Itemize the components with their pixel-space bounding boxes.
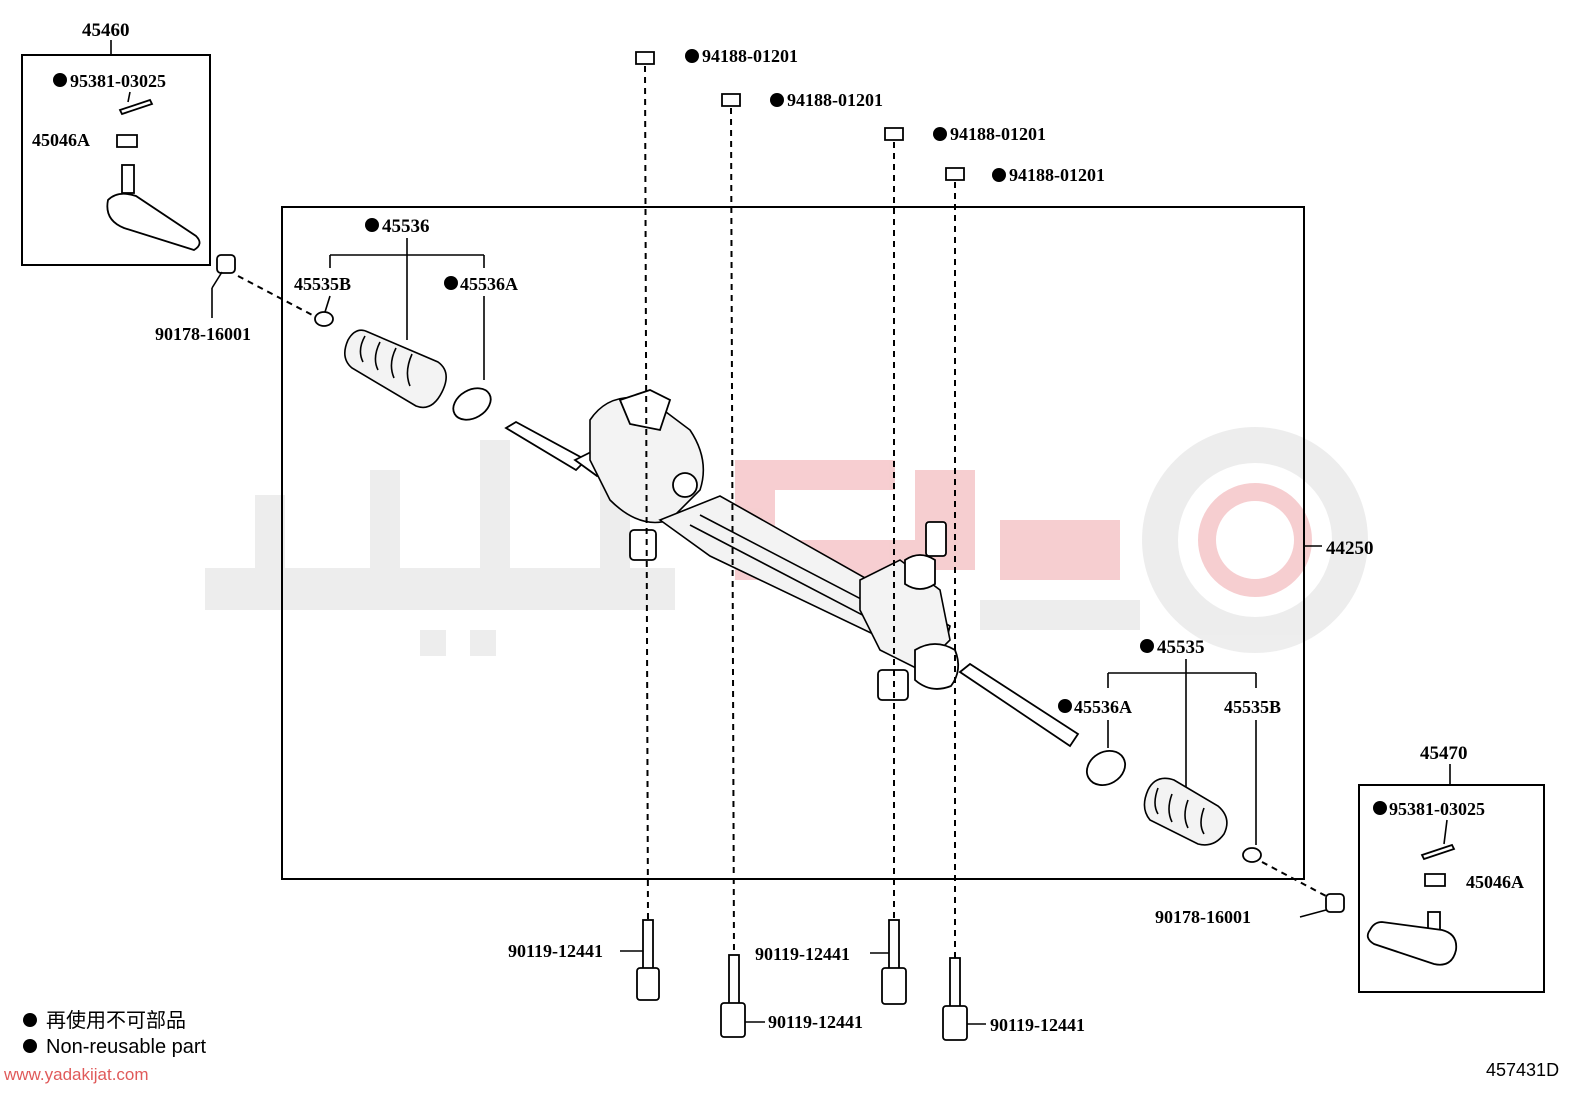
cotter-pin-left-label: 95381-03025 — [70, 71, 166, 91]
clamp-small-left-label: 45535B — [294, 274, 351, 294]
bolt-nut-3 — [884, 127, 904, 141]
clamp-large-right — [1086, 750, 1126, 786]
bolt-3-label: 90119-12441 — [755, 944, 850, 964]
bolt-4 — [942, 957, 968, 1041]
bolt-nut-1 — [635, 51, 655, 65]
clamp-large-left — [452, 387, 492, 421]
boot-right-label: 45535 — [1157, 637, 1205, 658]
legend-line-1: 再使用不可部品 — [46, 1009, 186, 1032]
clamp-large-left-label: 45536A — [460, 274, 518, 294]
clamp-large-right-label: 45536A — [1074, 697, 1132, 717]
bolt-nut-2-label: 94188-01201 — [787, 90, 883, 110]
bolt-3 — [881, 919, 907, 1005]
tie-rod-end-right — [1366, 911, 1458, 966]
clip-left-label: 90178-16001 — [155, 324, 251, 344]
bolt-1 — [636, 919, 660, 1001]
right-tie-rod-end-frame — [1358, 784, 1545, 993]
bolt-nut-4-label: 94188-01201 — [1009, 165, 1105, 185]
legend-marker-2 — [23, 1039, 37, 1053]
bolt-nut-2 — [721, 93, 741, 107]
boot-right — [1143, 777, 1228, 846]
nut-right — [1424, 873, 1446, 887]
right-tie-rod-end-group-label: 45470 — [1420, 743, 1468, 764]
bolt-1-label: 90119-12441 — [508, 941, 603, 961]
nut-left — [116, 134, 138, 148]
rack-assembly-group-label: 44250 — [1326, 538, 1374, 559]
cotter-pin-left — [118, 98, 154, 116]
rack-assembly-frame — [281, 206, 1305, 880]
bolt-2-label: 90119-12441 — [768, 1012, 863, 1032]
clip-left — [216, 254, 236, 274]
bolt-nut-4 — [945, 167, 965, 181]
bolt-2 — [720, 954, 746, 1038]
boot-left — [344, 329, 447, 409]
cotter-pin-right — [1420, 843, 1456, 861]
nut-left-label: 45046A — [32, 130, 90, 150]
clip-right-label: 90178-16001 — [1155, 907, 1251, 927]
bolt-4-label: 90119-12441 — [990, 1015, 1085, 1035]
nut-right-label: 45046A — [1466, 872, 1524, 892]
clamp-small-left — [314, 311, 334, 327]
left-tie-rod-end-group-label: 45460 — [82, 20, 130, 41]
clamp-small-right — [1242, 847, 1262, 863]
non-reusable-marker — [53, 73, 67, 87]
clamp-small-right-label: 45535B — [1224, 697, 1281, 717]
cotter-pin-right-label: 95381-03025 — [1389, 799, 1485, 819]
diagram-id-code: 457431D — [1486, 1060, 1559, 1080]
legend-marker-1 — [23, 1013, 37, 1027]
legend-line-2: Non-reusable part — [46, 1036, 207, 1058]
bolt-nut-1-label: 94188-01201 — [702, 46, 798, 66]
boot-left-label: 45536 — [382, 216, 430, 237]
tie-rod-end-left — [106, 164, 201, 251]
watermark-url: www.yadakijat.com — [3, 1065, 149, 1084]
bolt-nut-3-label: 94188-01201 — [950, 124, 1046, 144]
clip-right — [1325, 893, 1345, 913]
left-tie-rod-end-frame — [21, 54, 211, 266]
